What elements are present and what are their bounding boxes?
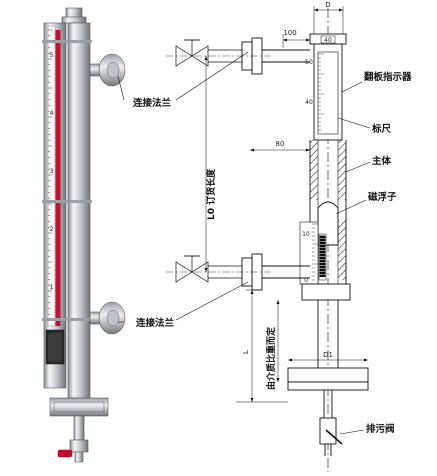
photo-digit: 5 [50, 52, 54, 59]
leader-magnetic-float [335, 199, 367, 215]
dim-arrow [276, 378, 280, 382]
label-magnetic-float: 磁浮子 [368, 191, 397, 203]
label-main-body: 主体 [372, 155, 392, 167]
nameplate-text-area [48, 333, 62, 361]
leader-drain-valve [339, 429, 365, 435]
scale-number-50: 50 [305, 59, 313, 66]
label-flange-lower: 连接法兰 [136, 317, 175, 329]
flap-bar [319, 253, 326, 257]
flap-bar [319, 250, 326, 254]
flap-bar [319, 265, 326, 269]
label-flap-indicator: 翻板指示器 [364, 71, 412, 83]
scale-number-40: 40 [305, 99, 313, 106]
flap-bar [319, 244, 326, 248]
dim-L0-label: L0 订货长度 [205, 168, 217, 220]
dim-100-label: 100 [283, 29, 296, 37]
top-cap-ring [61, 16, 87, 24]
scale-number-10: 10 [302, 231, 310, 238]
main-tube [67, 22, 91, 399]
flap-bar [319, 274, 326, 278]
lower-scale-ticks [312, 223, 318, 281]
dim-D1-label: D1 [323, 351, 333, 359]
drain-stem [73, 415, 85, 441]
photo-digit: 4 [50, 110, 54, 117]
wall-hatch-right-lower [338, 220, 346, 280]
leader-scale [337, 117, 371, 129]
dim-arrow [364, 358, 368, 362]
scale-face-upper [317, 51, 339, 135]
label-flange-upper: 连接法兰 [133, 97, 172, 109]
leader-flange-photo-upper [117, 75, 125, 101]
flap-bar [319, 241, 326, 245]
lower-flange-bore [106, 309, 120, 327]
clamp [42, 40, 92, 43]
dim-arrow [288, 358, 292, 362]
scale-strip [47, 25, 56, 327]
drain-outlet [74, 451, 84, 463]
bottom-flange-drawing [287, 367, 369, 383]
indicator-bottom [301, 283, 351, 301]
dim-L1-note: 由介质比重而定 [265, 326, 277, 390]
leader-flange-upper [175, 51, 249, 101]
scale-number-0: 0 [304, 277, 308, 284]
technical-drawing [117, 6, 371, 472]
flap-bar [319, 256, 326, 260]
dim-arrow [204, 268, 208, 272]
photo-digit: 3 [50, 168, 54, 175]
flap-bar [319, 235, 326, 239]
dim-arrow [283, 38, 287, 42]
scale-badge [320, 35, 336, 44]
leader-main-body [345, 161, 371, 173]
dim-D-label: D [325, 1, 330, 9]
wall-hatch-right [338, 140, 346, 200]
upper-flange-bore [106, 61, 120, 79]
scale-badge-text: 40 [324, 37, 332, 44]
product-photo: 5 4 3 2 1 [42, 7, 126, 463]
dim-arrow [339, 8, 343, 12]
dim-arrow [314, 8, 318, 12]
flap-bars [319, 235, 326, 278]
dim-arrow [204, 56, 208, 60]
clamp [42, 318, 92, 321]
photo-scale-digits: 5 4 3 2 1 [50, 52, 54, 291]
upper-scale-ticks [318, 53, 324, 131]
flap-bar [319, 268, 326, 272]
wall-hatch-left [310, 140, 318, 200]
flap-bar [319, 238, 326, 242]
flap-bar [319, 259, 326, 263]
dim-arrow [276, 300, 280, 304]
bottom-flange [49, 397, 109, 417]
leader-flange-lower [175, 281, 249, 321]
leader-flap-indicator [341, 81, 363, 93]
dim-arrow [306, 148, 310, 152]
label-scale: 标尺 [371, 123, 392, 135]
bottom-flange-bolts [53, 401, 105, 413]
bottom-flange-drawing-2 [287, 381, 369, 391]
red-flap-strip [55, 30, 61, 326]
dim-arrow [250, 148, 254, 152]
dim-arrow [250, 398, 254, 402]
dim-L-label: L [242, 350, 250, 354]
flap-bar [319, 262, 326, 266]
dim-80-label: 80 [276, 140, 285, 148]
label-drain-valve: 排污阀 [366, 423, 395, 435]
flap-bar [319, 247, 326, 251]
drain-valve-body [69, 439, 89, 453]
flap-bar [319, 271, 326, 275]
photo-digit: 1 [50, 284, 54, 291]
photo-digit: 2 [50, 226, 54, 233]
clamp [42, 200, 92, 203]
drain-valve-handle [57, 449, 73, 458]
top-cap [65, 7, 83, 19]
dim-arrow [250, 290, 254, 294]
drain-valve-lever [325, 429, 343, 445]
dim-arrow [306, 38, 310, 42]
